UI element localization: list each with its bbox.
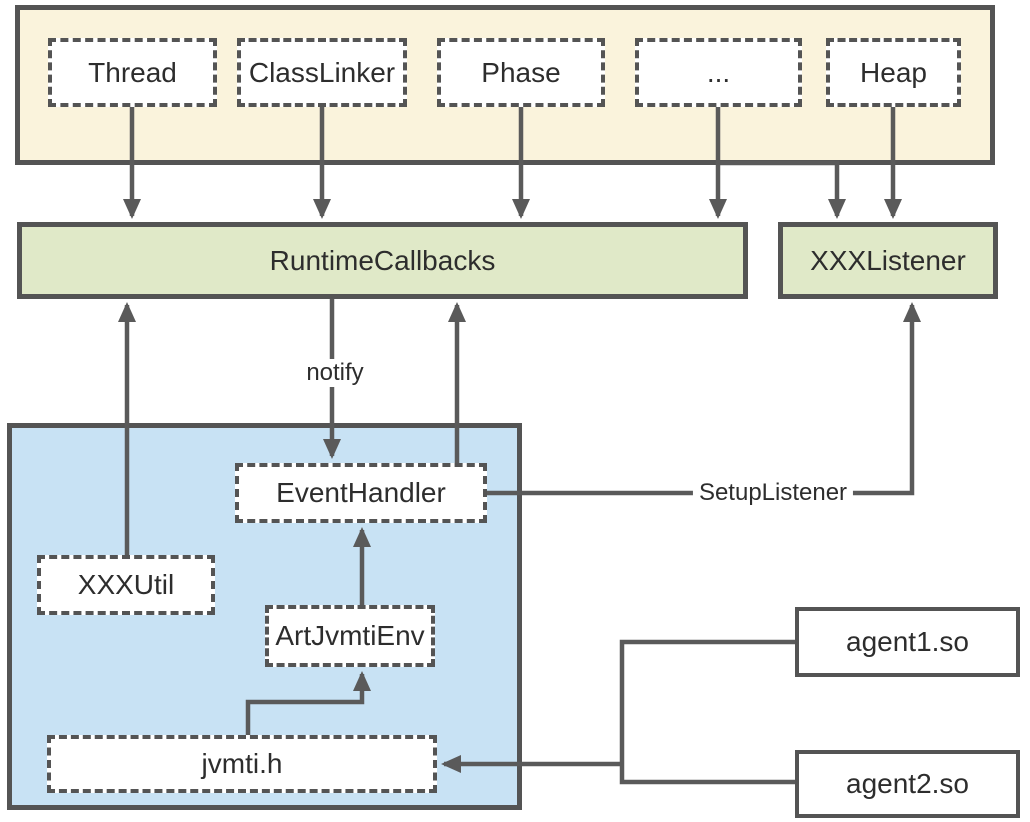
event-handler-box: EventHandler: [235, 463, 487, 523]
jvmti-h-label: jvmti.h: [201, 748, 283, 779]
xxx-listener-label: XXXListener: [810, 244, 966, 276]
module-box-phase: Phase: [437, 38, 605, 107]
classlinker-label: ClassLinker: [248, 56, 396, 88]
art-jvmti-env-label: ArtJvmtiEnv: [275, 620, 425, 651]
module-box-heap: Heap: [826, 38, 961, 107]
runtime-callbacks-box: RuntimeCallbacks: [17, 222, 748, 299]
phase-label: Phase: [481, 56, 561, 88]
xxx-util-label: XXXUtil: [77, 569, 175, 600]
jvmti-h-box: jvmti.h: [47, 735, 437, 793]
agent2-label: agent2.so: [846, 768, 969, 799]
module-box-classlinker: ClassLinker: [237, 38, 407, 107]
edge-agents-trunk: [619, 639, 795, 785]
setup-listener-edge-label: SetupListener: [692, 479, 854, 507]
module-box-thread: Thread: [48, 38, 217, 107]
art-jvmti-env-box: ArtJvmtiEnv: [265, 605, 435, 667]
xxx-util-box: XXXUtil: [37, 555, 215, 615]
agent2-box: agent2.so: [795, 750, 1020, 818]
event-handler-label: EventHandler: [276, 477, 446, 508]
edge-eventhandler-to-listener-setup: [487, 302, 921, 496]
more-label: ...: [706, 56, 731, 88]
jvmti-container: EventHandler XXXUtil ArtJvmtiEnv jvmti.h: [7, 423, 522, 810]
notify-edge-label: notify: [300, 359, 370, 387]
edge-more-to-listener: [718, 160, 846, 219]
agent1-box: agent1.so: [795, 607, 1020, 677]
heap-label: Heap: [860, 56, 927, 88]
module-box-more: ...: [635, 38, 802, 107]
xxx-listener-box: XXXListener: [778, 222, 998, 299]
thread-label: Thread: [88, 56, 177, 88]
runtime-callbacks-label: RuntimeCallbacks: [269, 244, 496, 276]
agent1-label: agent1.so: [846, 626, 969, 657]
runtime-container: Thread ClassLinker Phase ... Heap: [15, 5, 995, 165]
